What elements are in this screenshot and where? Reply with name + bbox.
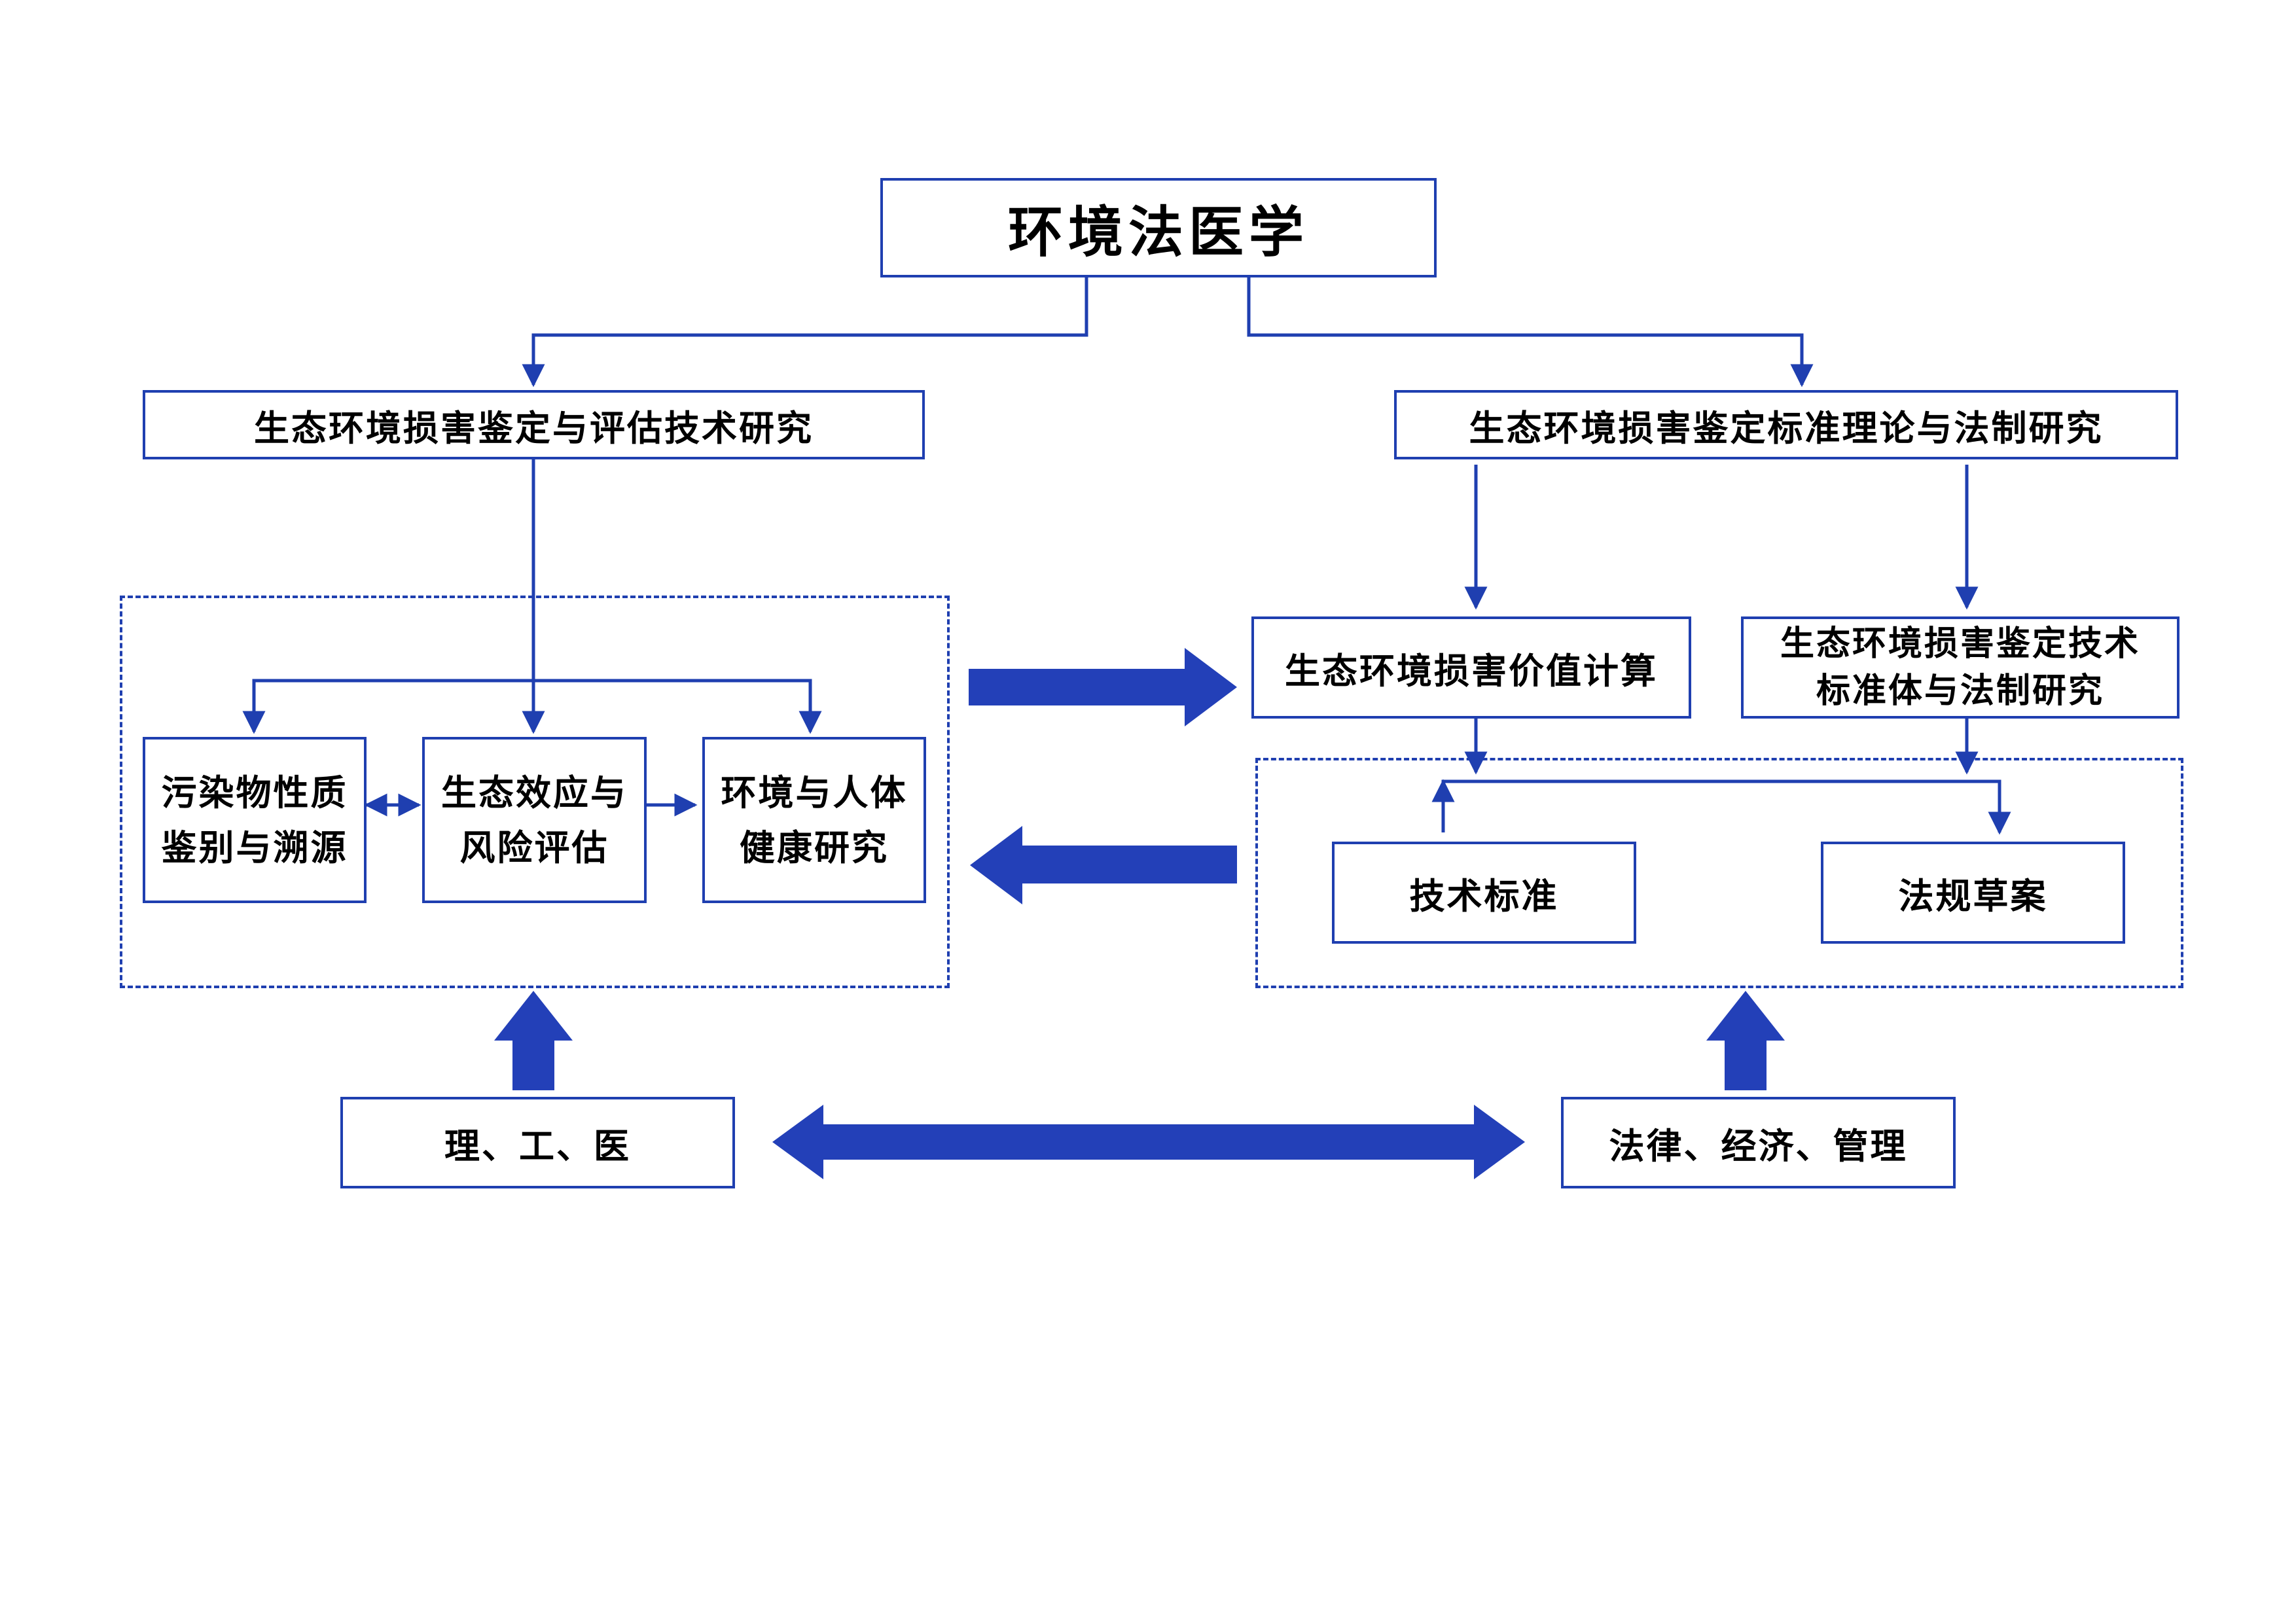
right-branch-node: 生态环境损害鉴定标准理论与法制研究 xyxy=(1394,390,2178,459)
left-group-frame xyxy=(120,596,950,988)
connector-root-left xyxy=(522,277,1088,387)
social-foundation-node: 法律、经济、管理 xyxy=(1561,1097,1956,1188)
block-arrow-left xyxy=(970,826,1237,904)
technical-standard-label: 技术标准 xyxy=(1409,874,1559,917)
regulation-draft-node: 法规草案 xyxy=(1821,842,2125,944)
value-calculation-node: 生态环境损害价值计算 xyxy=(1251,616,1691,719)
technical-standard-node: 技术标准 xyxy=(1332,842,1636,944)
pollutant-identification-node: 污染物性质 鉴别与溯源 xyxy=(143,737,367,903)
human-health-label: 环境与人体 健康研究 xyxy=(721,772,908,868)
standard-system-label: 生态环境损害鉴定技术 标准体与法制研究 xyxy=(1780,624,2140,711)
right-branch-label: 生态环境损害鉴定标准理论与法制研究 xyxy=(1469,406,2104,449)
left-branch-label: 生态环境损害鉴定与评估技术研究 xyxy=(254,406,814,449)
standard-system-node: 生态环境损害鉴定技术 标准体与法制研究 xyxy=(1741,616,2179,719)
block-arrow-up-left xyxy=(494,991,573,1090)
pollutant-identification-label: 污染物性质 鉴别与溯源 xyxy=(161,772,348,868)
science-foundation-label: 理、工、医 xyxy=(444,1124,631,1167)
human-health-node: 环境与人体 健康研究 xyxy=(702,737,926,903)
root-node: 环境法医学 xyxy=(880,178,1437,277)
connector-left-distributor-b xyxy=(533,679,822,734)
regulation-draft-label: 法规草案 xyxy=(1898,874,2048,917)
block-arrow-up-right xyxy=(1706,991,1785,1090)
block-arrow-double xyxy=(772,1105,1525,1179)
block-arrow-right xyxy=(969,648,1237,726)
social-foundation-label: 法律、经济、管理 xyxy=(1609,1124,1908,1167)
right-group-frame xyxy=(1255,758,2183,988)
root-label: 环境法医学 xyxy=(1007,199,1309,264)
connector-left-distributor-a xyxy=(242,679,533,734)
connector-root-right xyxy=(1247,277,1814,387)
science-foundation-node: 理、工、医 xyxy=(340,1097,735,1188)
value-calculation-label: 生态环境损害价值计算 xyxy=(1285,649,1658,692)
left-branch-node: 生态环境损害鉴定与评估技术研究 xyxy=(143,390,925,459)
ecological-risk-node: 生态效应与 风险评估 xyxy=(422,737,647,903)
ecological-risk-label: 生态效应与 风险评估 xyxy=(441,772,628,868)
